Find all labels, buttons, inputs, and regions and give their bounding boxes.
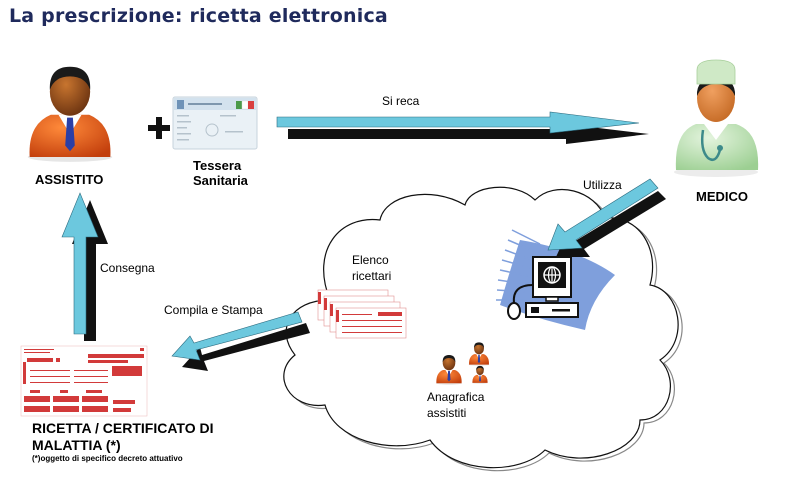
compila-stampa-label: Compila e Stampa — [164, 303, 263, 317]
assistito-label: ASSISTITO — [35, 172, 104, 187]
tessera-label-line2: Sanitaria — [193, 173, 248, 188]
plus-icon — [148, 117, 170, 139]
health-card-icon — [172, 96, 258, 150]
utilizza-label: Utilizza — [583, 178, 622, 192]
tessera-sanitaria-label: Tessera Sanitaria — [193, 158, 248, 188]
arrow-compila-stampa — [171, 311, 310, 371]
arrow-si-reca — [276, 111, 649, 144]
consegna-label: Consegna — [100, 261, 155, 275]
prescription-form-icon — [20, 345, 148, 417]
elenco-ricettari-label: Elenco ricettari — [352, 252, 391, 284]
anagrafica-label-line1: Anagrafica — [427, 390, 485, 404]
arrow-utilizza — [547, 178, 666, 257]
ricetta-certificato-label: RICETTA / CERTIFICATO DI MALATTIA (*) (*… — [32, 420, 213, 463]
tessera-label-line1: Tessera — [193, 158, 242, 173]
elenco-label-line2: ricettari — [352, 269, 392, 283]
ricetta-note: (*)oggetto di specifico decreto attuativ… — [32, 454, 183, 463]
anagrafica-label-line2: assistiti — [427, 406, 467, 420]
ricetta-label-line2: MALATTIA (*) — [32, 437, 121, 453]
medico-label: MEDICO — [696, 189, 748, 204]
computer-terminal-icon — [496, 229, 615, 330]
doctor-icon — [674, 59, 759, 177]
elenco-label-line1: Elenco — [352, 253, 389, 267]
page-title: La prescrizione: ricetta elettronica — [9, 5, 388, 27]
anagrafica-assistiti-label: Anagrafica assistiti — [427, 389, 484, 421]
arrow-consegna — [61, 192, 108, 341]
prescription-pads-icon — [317, 289, 407, 339]
patient-person-icon — [27, 66, 113, 162]
si-reca-label: Si reca — [382, 94, 420, 108]
ricetta-label-line1: RICETTA / CERTIFICATO DI — [32, 420, 214, 436]
